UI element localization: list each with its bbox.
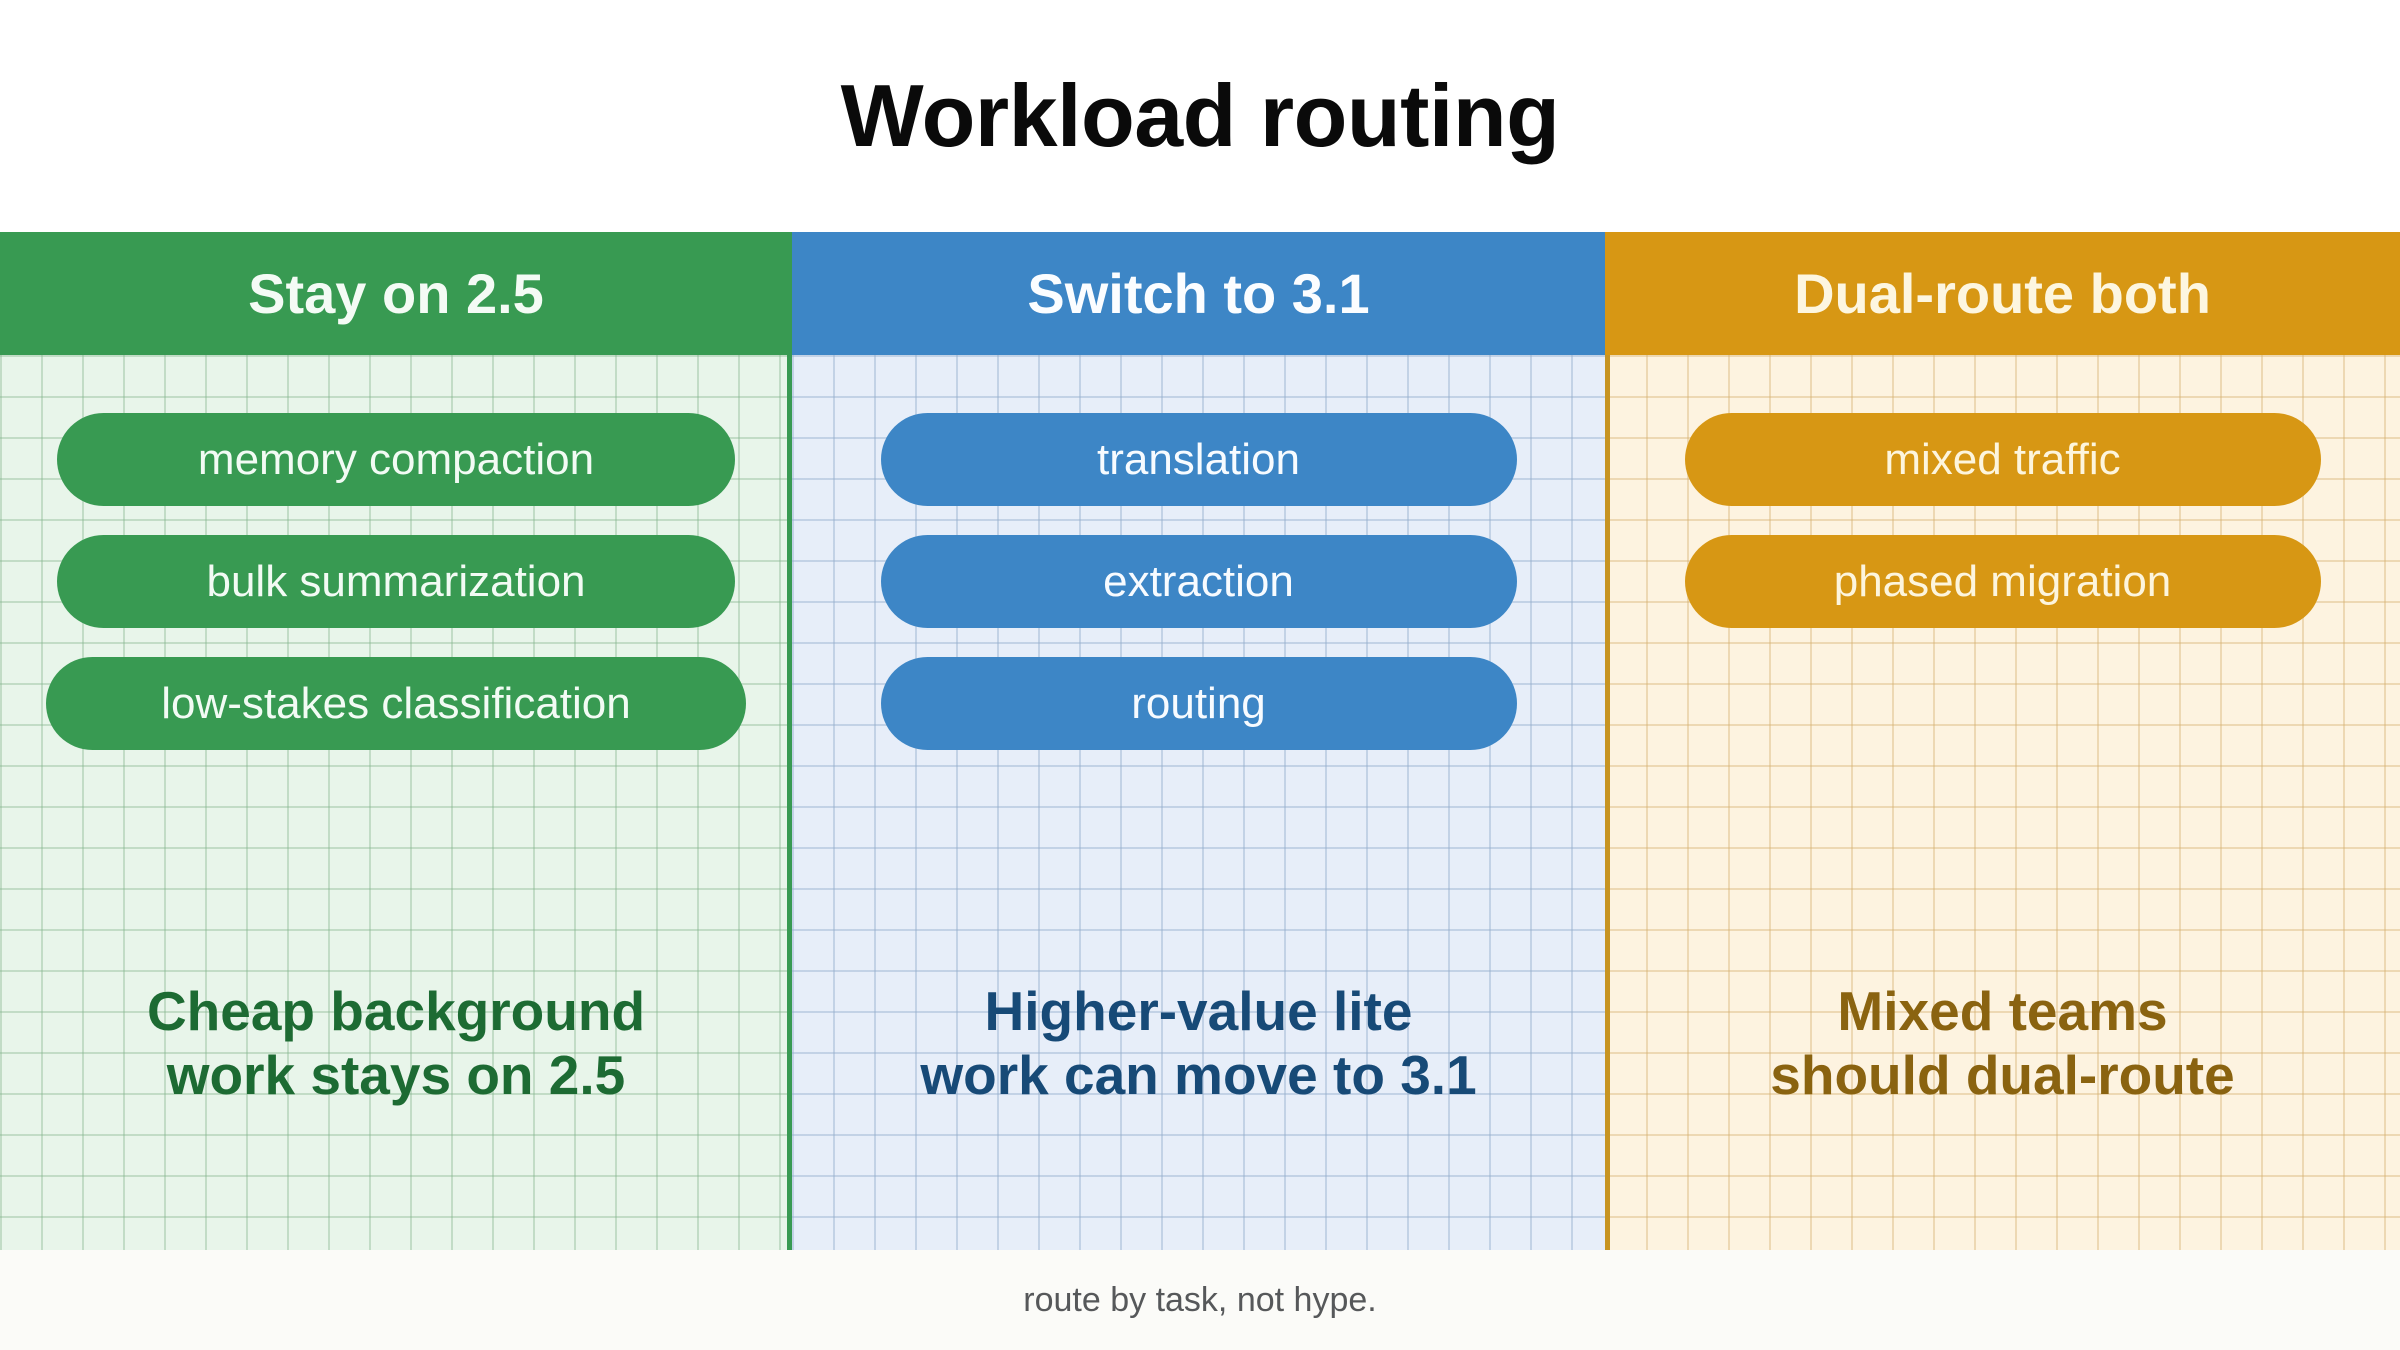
pill-item[interactable]: low-stakes classification bbox=[46, 657, 746, 750]
page-title: Workload routing bbox=[840, 66, 1560, 165]
pill-list-stay-on-2-5: memory compaction bulk summarization low… bbox=[0, 355, 792, 750]
pill-item[interactable]: bulk summarization bbox=[57, 535, 735, 628]
pill-list-dual-route-both: mixed traffic phased migration bbox=[1605, 355, 2400, 628]
columns-band: Stay on 2.5 memory compaction bulk summa… bbox=[0, 232, 2400, 1250]
column-dual-route-both: Dual-route both mixed traffic phased mig… bbox=[1605, 232, 2400, 1250]
column-header-stay-on-2-5: Stay on 2.5 bbox=[0, 232, 792, 355]
column-takeaway: Cheap background work stays on 2.5 bbox=[146, 980, 646, 1107]
pill-item[interactable]: routing bbox=[880, 657, 1517, 750]
pill-item[interactable]: memory compaction bbox=[57, 413, 735, 506]
pill-item[interactable]: extraction bbox=[880, 535, 1517, 628]
footer-caption: route by task, not hype. bbox=[1023, 1281, 1377, 1319]
pill-item[interactable]: translation bbox=[880, 413, 1517, 506]
column-takeaway: Higher-value lite work can move to 3.1 bbox=[920, 980, 1477, 1107]
column-body-dual-route-both: mixed traffic phased migration Mixed tea… bbox=[1605, 355, 2400, 1250]
column-body-switch-to-3-1: translation extraction routing Higher-va… bbox=[792, 355, 1605, 1250]
column-body-stay-on-2-5: memory compaction bulk summarization low… bbox=[0, 355, 792, 1250]
column-header-label: Switch to 3.1 bbox=[1027, 261, 1370, 325]
column-switch-to-3-1: Switch to 3.1 translation extraction rou… bbox=[792, 232, 1605, 1250]
column-header-dual-route-both: Dual-route both bbox=[1605, 232, 2400, 355]
column-header-switch-to-3-1: Switch to 3.1 bbox=[792, 232, 1605, 355]
footer-bar: route by task, not hype. bbox=[0, 1250, 2400, 1350]
pill-list-switch-to-3-1: translation extraction routing bbox=[792, 355, 1605, 750]
pill-item[interactable]: phased migration bbox=[1684, 535, 2321, 628]
title-zone: Workload routing bbox=[0, 0, 2400, 232]
column-header-label: Dual-route both bbox=[1794, 261, 2211, 325]
column-stay-on-2-5: Stay on 2.5 memory compaction bulk summa… bbox=[0, 232, 792, 1250]
pill-item[interactable]: mixed traffic bbox=[1684, 413, 2321, 506]
column-takeaway: Mixed teams should dual-route bbox=[1770, 980, 2235, 1107]
column-header-label: Stay on 2.5 bbox=[248, 261, 544, 325]
